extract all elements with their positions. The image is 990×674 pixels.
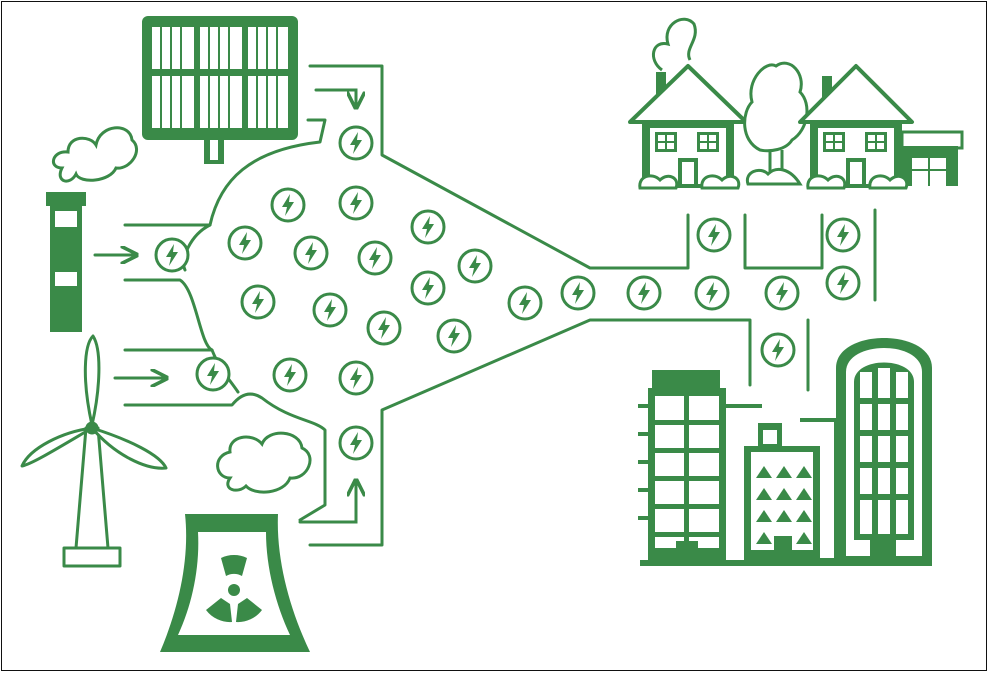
lightning-bolt-icon xyxy=(436,318,472,354)
lightning-bolt-icon xyxy=(760,332,796,368)
lightning-bolt-icon xyxy=(293,235,329,271)
lightning-bolt-icon xyxy=(270,187,306,223)
lightning-bolt-icon xyxy=(366,310,402,346)
lightning-bolt-icon xyxy=(357,240,393,276)
lightning-bolt-icon xyxy=(338,425,374,461)
lightning-bolt-icon xyxy=(825,265,861,301)
lightning-bolt-icon xyxy=(338,185,374,221)
input-arrows xyxy=(93,88,356,524)
city-buildings-icon xyxy=(638,338,932,566)
lightning-bolt-icon xyxy=(560,275,596,311)
lightning-bolt-icon xyxy=(272,357,308,393)
lightning-bolt-icon xyxy=(240,284,276,320)
lightning-bolt-icon xyxy=(410,209,446,245)
lightning-bolt-icon xyxy=(694,275,730,311)
lightning-bolt-icon xyxy=(410,270,446,306)
lightning-bolt-icon xyxy=(338,125,374,161)
wind-turbine-icon xyxy=(20,334,168,568)
lightning-bolt-icon xyxy=(195,356,231,392)
lightning-bolt-icon xyxy=(312,292,348,328)
solar-panel-icon xyxy=(142,16,298,164)
lightning-bolt-icon xyxy=(507,285,543,321)
lightning-bolt-icon xyxy=(696,217,732,253)
lightning-bolt-icon xyxy=(764,275,800,311)
lightning-bolt-icon xyxy=(154,237,190,273)
tree-icon xyxy=(743,61,809,186)
factory-chimney-icon xyxy=(46,126,139,332)
lightning-bolt-icon xyxy=(227,225,263,261)
houses-icon xyxy=(628,17,964,190)
lightning-bolt-icon xyxy=(338,360,374,396)
nuclear-cooling-tower-icon xyxy=(160,431,312,652)
lightning-bolt-icon xyxy=(626,275,662,311)
lightning-bolt-icon xyxy=(457,248,493,284)
lightning-bolt-icon xyxy=(825,217,861,253)
